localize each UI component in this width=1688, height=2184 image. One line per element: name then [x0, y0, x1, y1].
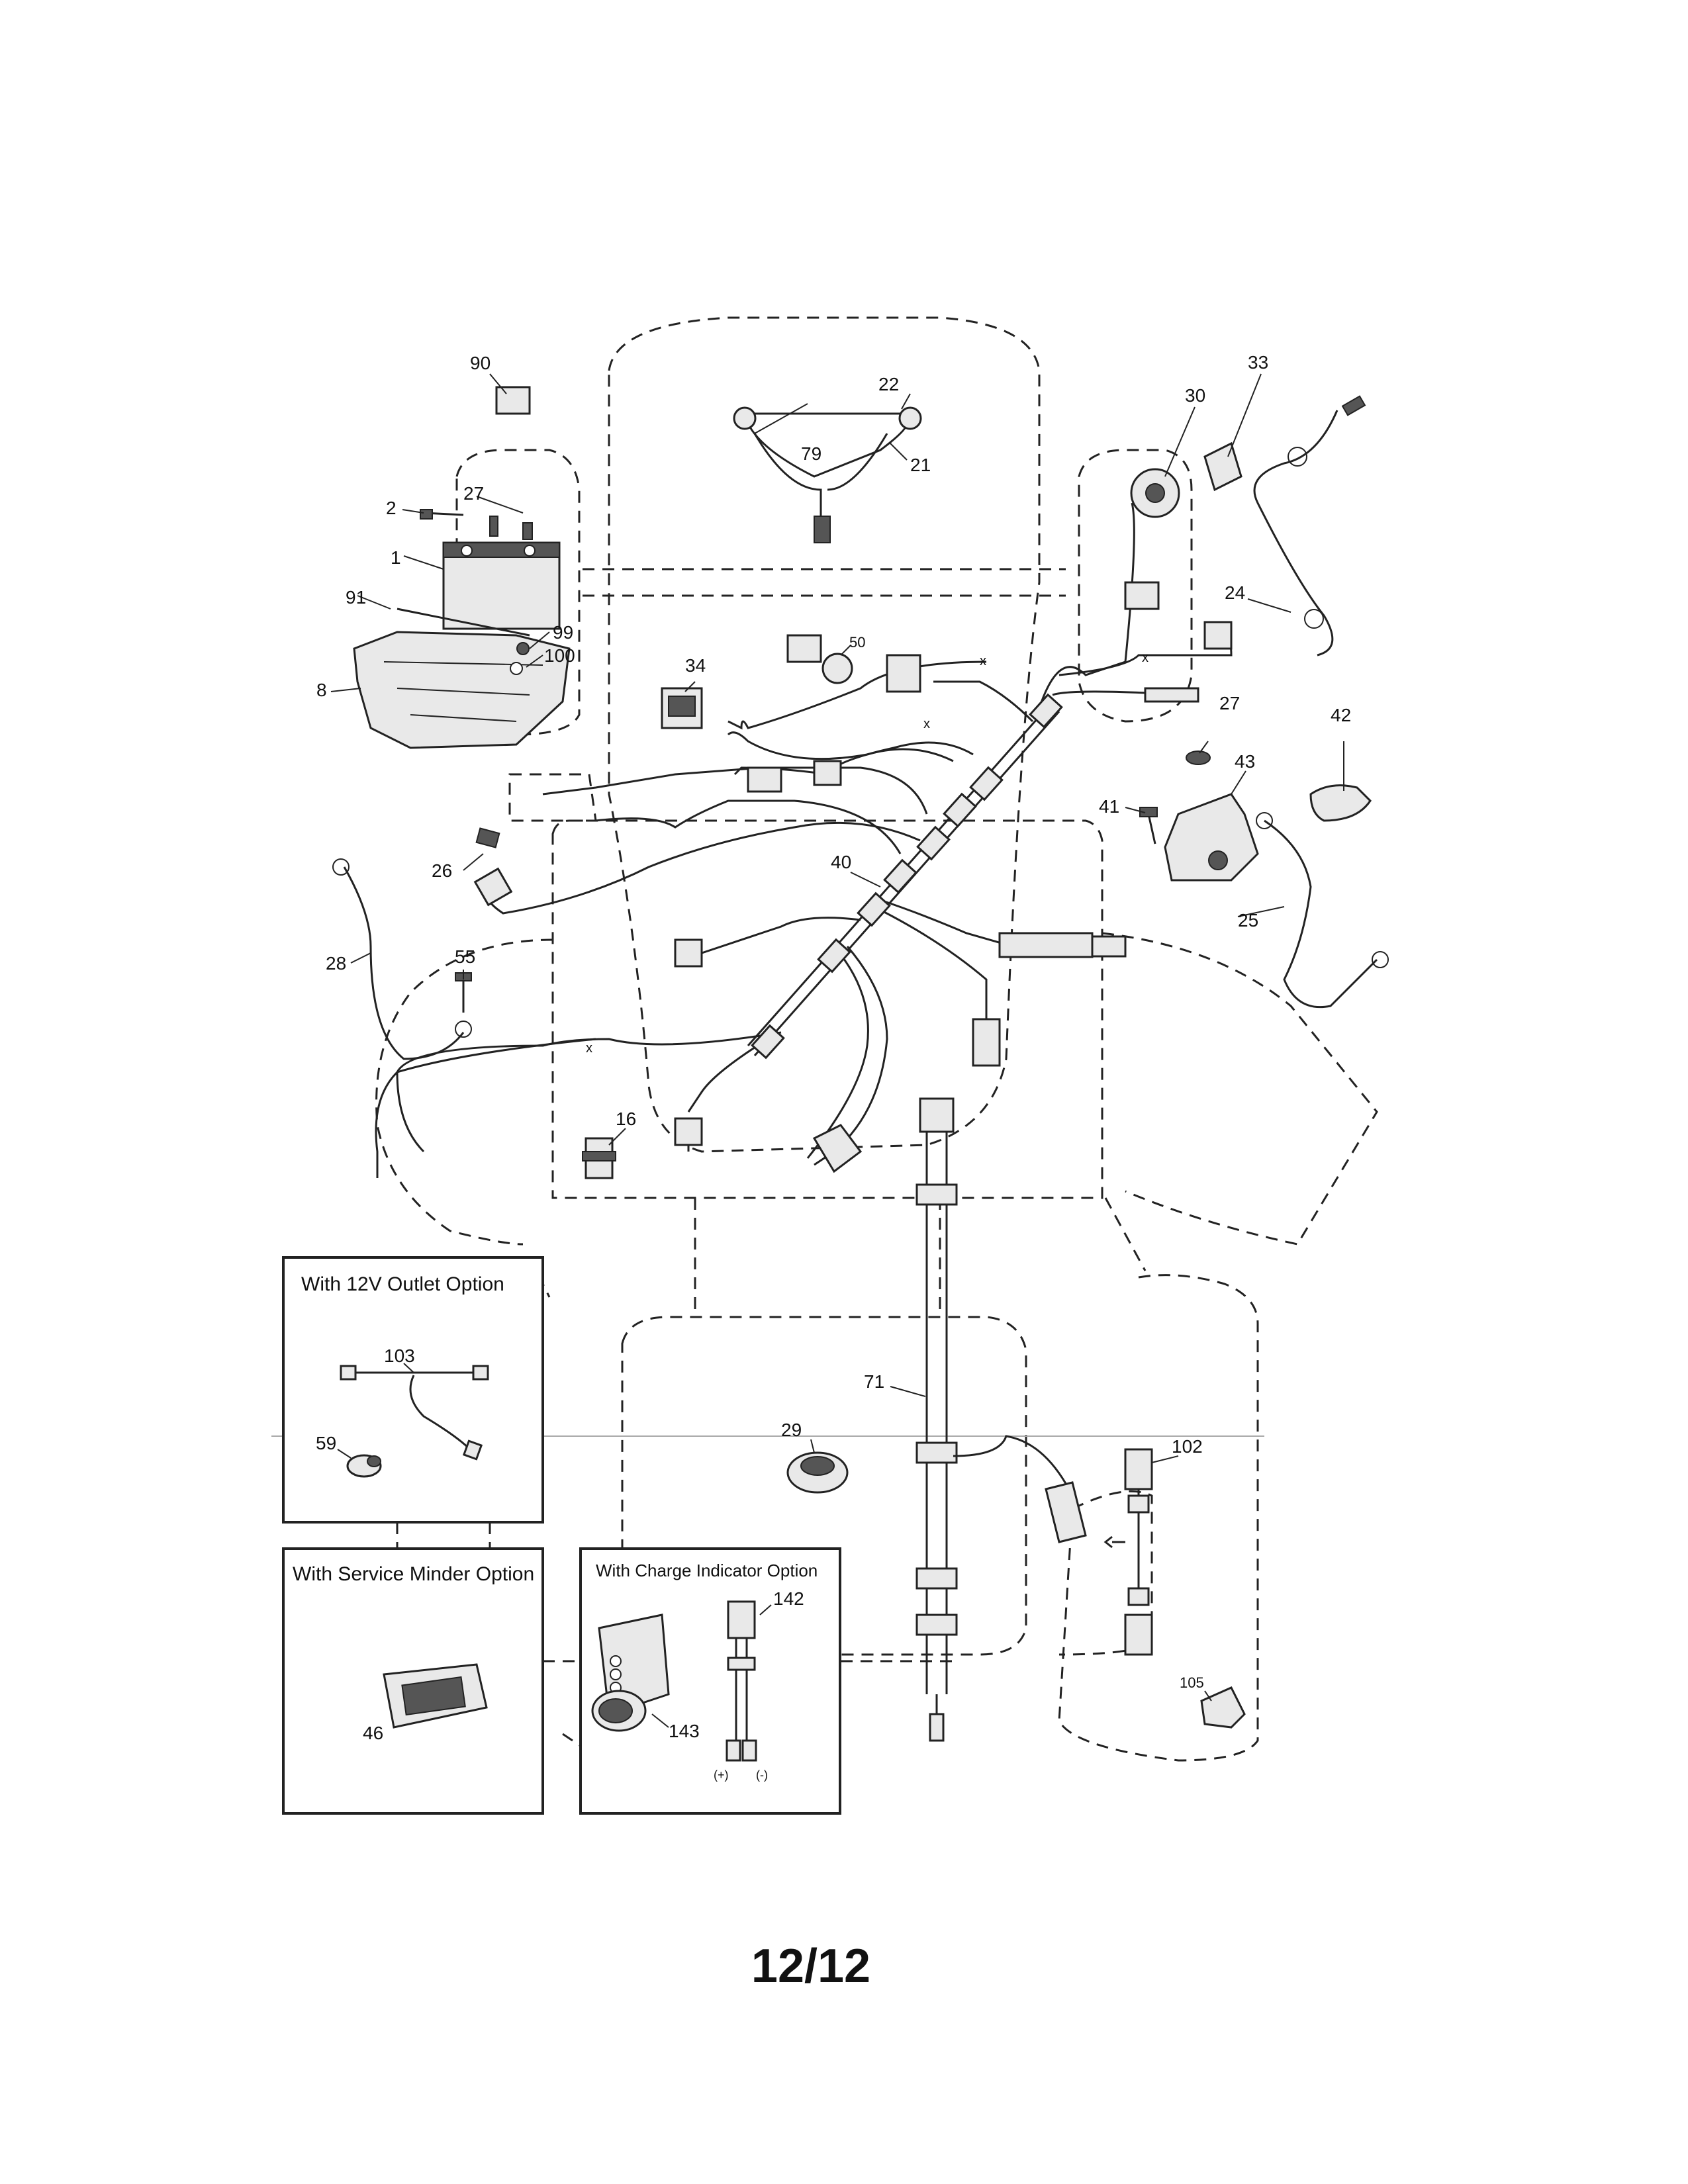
part-90: [495, 386, 531, 415]
callout-99: 99: [553, 622, 573, 643]
callout-100: 100: [544, 645, 575, 666]
callout-29: 29: [781, 1420, 802, 1440]
svg-text:x: x: [1142, 651, 1149, 665]
callout-79: 79: [801, 443, 821, 464]
callout-90: 90: [470, 353, 491, 373]
service-option-title: With Service Minder Option: [293, 1563, 534, 1585]
callout-24: 24: [1225, 582, 1245, 603]
headlight-switch: [821, 653, 853, 684]
callout-1: 1: [391, 547, 401, 568]
callout-27-right: 27: [1219, 693, 1240, 713]
callout-2: 2: [386, 498, 397, 518]
callout-142: 142: [773, 1588, 804, 1609]
callout-59: 59: [316, 1433, 336, 1453]
callout-46: 46: [363, 1723, 383, 1743]
callout-42: 42: [1331, 705, 1351, 725]
terminal-minus: (-): [756, 1768, 768, 1782]
svg-text:x: x: [923, 717, 930, 731]
svg-text:x: x: [980, 654, 986, 668]
callout-40: 40: [831, 852, 851, 872]
callout-103: 103: [384, 1345, 415, 1366]
battery-assembly: [353, 509, 571, 749]
callout-55: 55: [455, 946, 475, 967]
leader-lines: [330, 373, 1344, 1702]
outlet-option-title: With 12V Outlet Option: [301, 1273, 504, 1295]
key: [1203, 441, 1243, 492]
page-number: 12/12: [751, 1940, 870, 1993]
callout-30: 30: [1185, 385, 1205, 406]
starter-solenoid: [1164, 793, 1259, 882]
callout-105: 105: [1180, 1674, 1204, 1691]
fuse: [475, 827, 500, 848]
callout-16: 16: [616, 1109, 636, 1129]
svg-text:x: x: [586, 1041, 592, 1056]
callout-27-top: 27: [463, 483, 484, 504]
callout-25: 25: [1238, 910, 1258, 931]
callout-21: 21: [910, 455, 931, 475]
callout-41: 41: [1099, 796, 1119, 817]
callout-8: 8: [316, 680, 327, 700]
callout-22: 22: [878, 374, 899, 394]
lamp-left: [733, 406, 757, 430]
terminal-boot: [1309, 784, 1372, 822]
callout-43: 43: [1235, 751, 1255, 772]
terminal-plus: (+): [714, 1768, 729, 1782]
callout-34: 34: [685, 655, 706, 676]
switch-102: [1124, 1448, 1153, 1490]
part-105: [1200, 1686, 1246, 1729]
charge-option-title: With Charge Indicator Option: [596, 1561, 818, 1580]
callout-28: 28: [326, 953, 346, 974]
charge-harness-plug: [727, 1600, 756, 1639]
callout-33: 33: [1248, 352, 1268, 373]
callout-71: 71: [864, 1371, 884, 1392]
callout-102: 102: [1172, 1436, 1203, 1457]
option-box-12v-outlet: With 12V Outlet Option 103 59: [282, 1256, 544, 1524]
option-box-charge-indicator: With Charge Indicator Option 143 142 (+)…: [579, 1547, 841, 1815]
option-box-service-minder: With Service Minder Option 46: [282, 1547, 544, 1815]
callout-50: 50: [849, 634, 865, 651]
battery-tray: [353, 631, 571, 749]
main-harness: x x x x: [375, 502, 1233, 1178]
callout-labels: 90 22 79 21 30 33 2 27 1 91 8 99 100 34 …: [316, 352, 1351, 1691]
lamp-right: [898, 406, 922, 430]
callout-26: 26: [432, 860, 452, 881]
parts-upper: [332, 386, 1389, 1729]
callout-143: 143: [669, 1721, 700, 1741]
callout-91: 91: [346, 587, 366, 608]
harness-71: [915, 1097, 1087, 1742]
